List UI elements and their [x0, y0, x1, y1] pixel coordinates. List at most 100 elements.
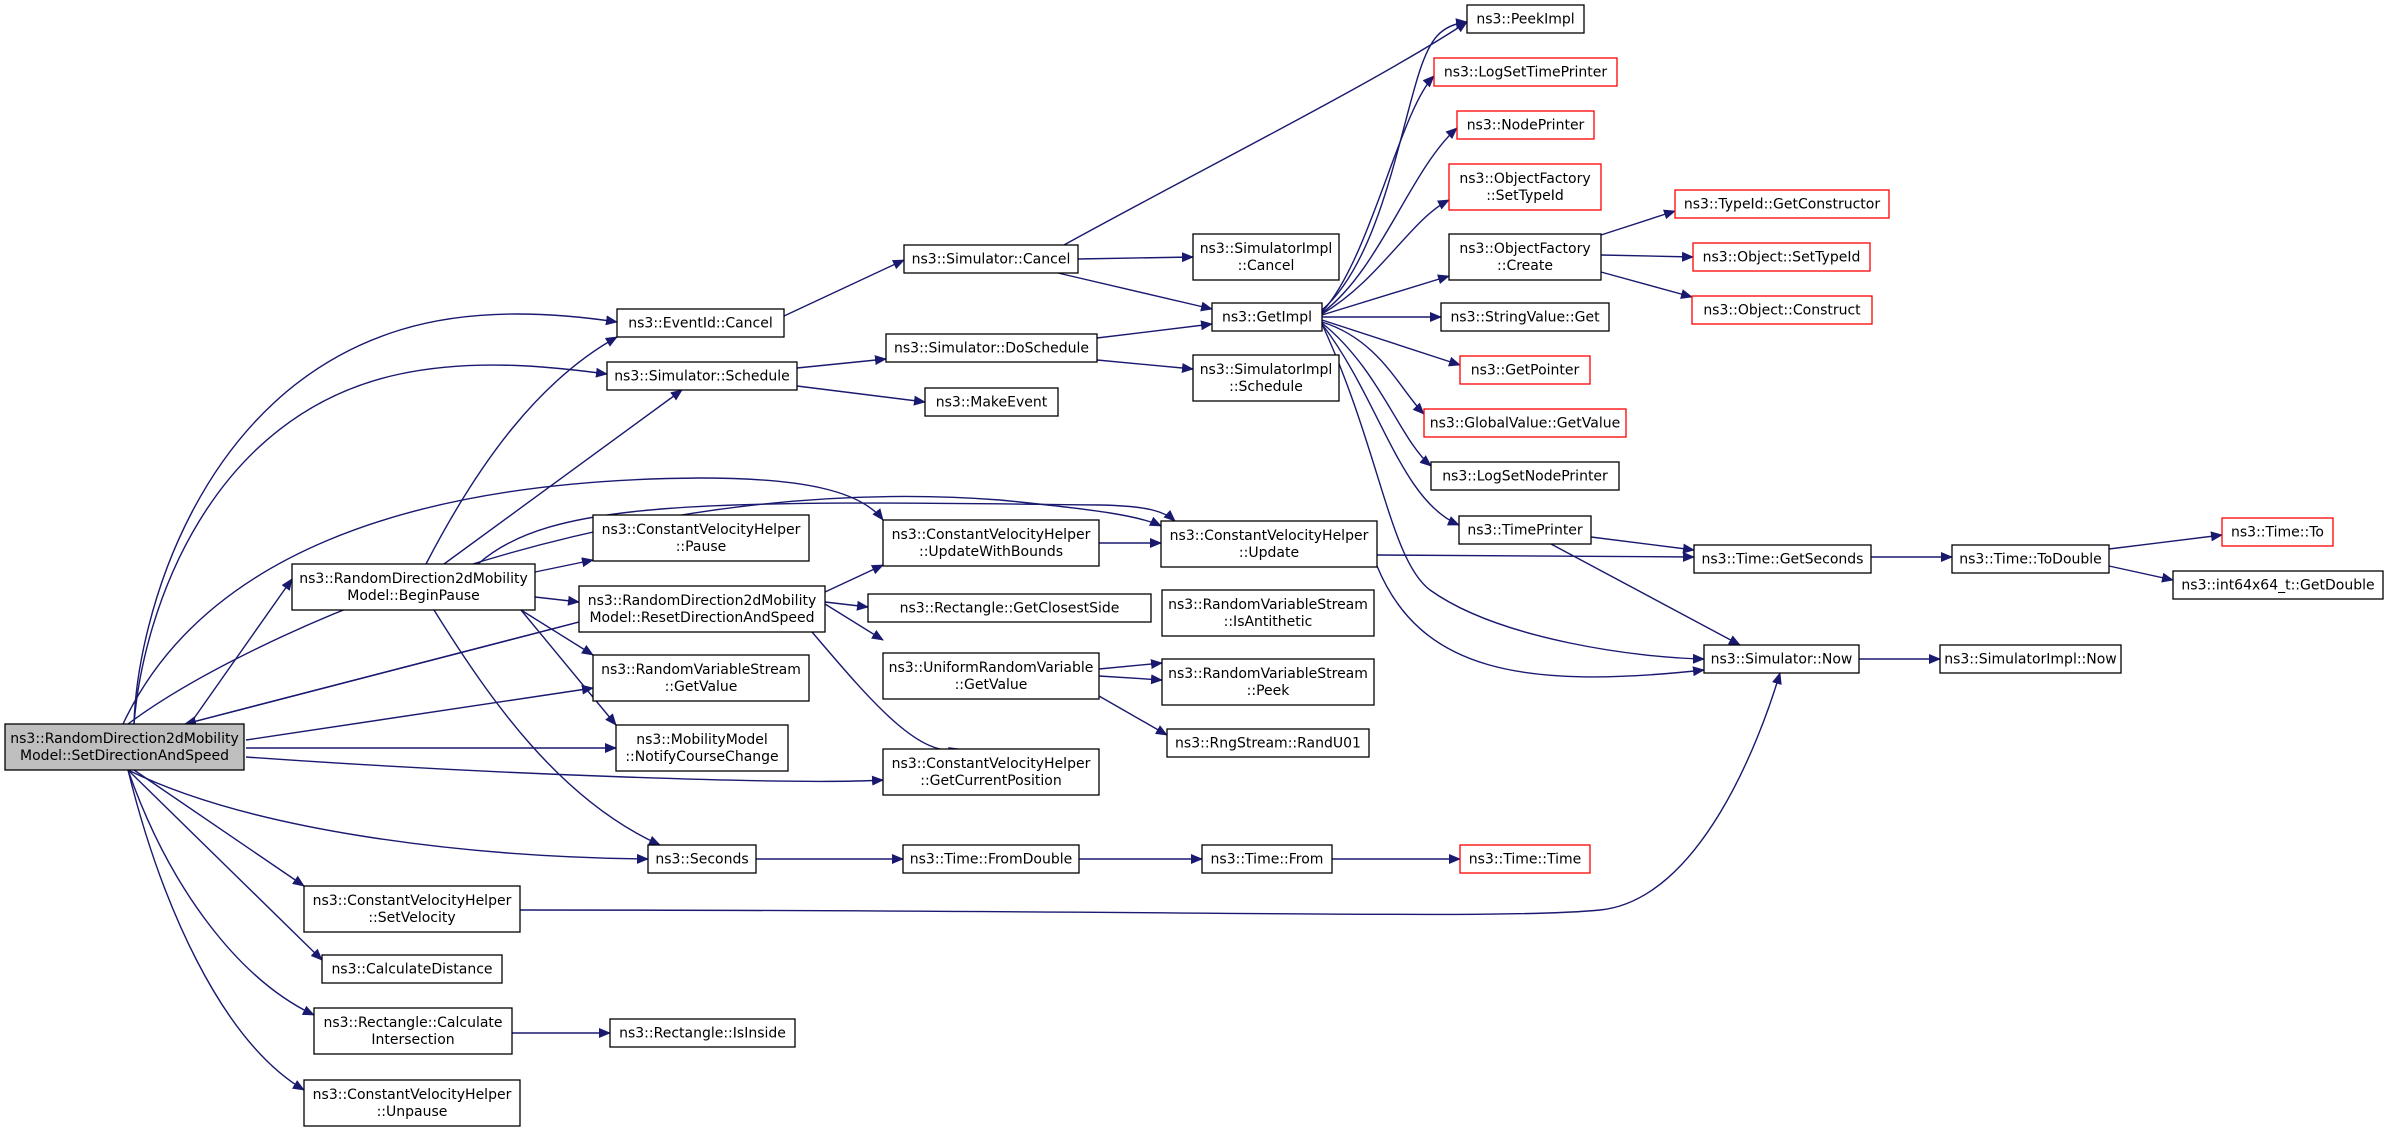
node-setvelocity[interactable]: ns3::ConstantVelocityHelper::SetVelocity — [303, 885, 521, 933]
call-edge — [1098, 659, 1163, 670]
call-edge — [1057, 272, 1213, 312]
node-notify[interactable]: ns3::MobilityModel::NotifyCourseChange — [615, 724, 789, 772]
node-randu01[interactable]: ns3::RngStream::RandU01 — [1166, 728, 1370, 758]
node-timeto[interactable]: ns3::Time::To — [2221, 517, 2334, 547]
node-urvgetvalue[interactable]: ns3::UniformRandomVariable::GetValue — [882, 652, 1100, 700]
node-label: ns3::ConstantVelocityHelper — [1170, 528, 1369, 544]
node-label: ns3::GlobalValue::GetValue — [1430, 416, 1620, 432]
node-cvhupdbounds[interactable]: ns3::ConstantVelocityHelper::UpdateWithB… — [882, 519, 1100, 567]
node-label: ::SetVelocity — [368, 910, 455, 926]
call-edge — [519, 672, 1782, 916]
node-resetdir[interactable]: ns3::RandomDirection2dMobilityModel::Res… — [578, 585, 826, 633]
node-box — [4, 723, 245, 771]
node-simdosched[interactable]: ns3::Simulator::DoSchedule — [885, 333, 1098, 363]
node-eventcancel[interactable]: ns3::EventId::Cancel — [616, 308, 785, 338]
node-box — [291, 563, 536, 611]
node-rvspeek[interactable]: ns3::RandomVariableStream::Peek — [1161, 658, 1375, 706]
call-edge — [133, 313, 618, 725]
node-timetime[interactable]: ns3::Time::Time — [1459, 844, 1591, 874]
node-label: ns3::ConstantVelocityHelper — [602, 522, 801, 538]
node-ofsettypeid[interactable]: ns3::ObjectFactory::SetTypeId — [1448, 163, 1602, 211]
node-rvsgetvalue[interactable]: ns3::RandomVariableStream::GetValue — [592, 654, 810, 702]
node-timetodouble[interactable]: ns3::Time::ToDouble — [1951, 544, 2110, 574]
node-simcancel[interactable]: ns3::Simulator::Cancel — [903, 244, 1079, 274]
call-edge — [824, 564, 884, 593]
node-logsettime[interactable]: ns3::LogSetTimePrinter — [1433, 57, 1618, 87]
node-timefrom[interactable]: ns3::Time::From — [1201, 844, 1333, 874]
node-label: ns3::Rectangle::GetClosestSide — [900, 601, 1120, 617]
call-edge — [1376, 565, 1705, 678]
node-box — [1430, 461, 1620, 491]
call-edge — [824, 603, 884, 641]
node-int64getdouble[interactable]: ns3::int64x64_t::GetDouble — [2172, 570, 2384, 600]
call-edge — [1077, 252, 1194, 263]
node-root[interactable]: ns3::RandomDirection2dMobilityModel::Set… — [4, 723, 245, 771]
call-edge — [1321, 127, 1458, 314]
node-simschedule[interactable]: ns3::Simulator::Schedule — [606, 361, 798, 391]
call-edge — [796, 355, 887, 369]
node-cvhgetpos[interactable]: ns3::ConstantVelocityHelper::GetCurrentP… — [882, 748, 1100, 796]
call-edge — [127, 495, 1162, 725]
node-gvgetvalue[interactable]: ns3::GlobalValue::GetValue — [1423, 408, 1627, 438]
node-beginpause[interactable]: ns3::RandomDirection2dMobilityModel::Beg… — [291, 563, 536, 611]
node-nodeprinter[interactable]: ns3::NodePrinter — [1456, 110, 1595, 140]
node-cvhpause[interactable]: ns3::ConstantVelocityHelper::Pause — [592, 514, 810, 562]
node-label: ns3::Seconds — [655, 852, 748, 868]
node-ofcreate[interactable]: ns3::ObjectFactory::Create — [1448, 233, 1602, 281]
node-label: ns3::ObjectFactory — [1459, 171, 1590, 187]
node-box — [903, 244, 1079, 274]
node-peekimpl[interactable]: ns3::PeekImpl — [1466, 4, 1585, 34]
node-label: Model::ResetDirectionAndSpeed — [589, 610, 814, 626]
node-rectisinside[interactable]: ns3::Rectangle::IsInside — [609, 1018, 796, 1048]
call-nodes: ns3::RandomDirection2dMobilityModel::Set… — [4, 4, 2384, 1127]
node-label: Model::BeginPause — [347, 588, 480, 604]
node-label: ::NotifyCourseChange — [625, 749, 778, 765]
call-edge — [1376, 551, 1695, 562]
node-box — [1448, 233, 1602, 281]
node-box — [1939, 644, 2122, 674]
node-label: ns3::Time::Time — [1469, 852, 1581, 868]
call-edge — [534, 557, 594, 573]
node-makeevent[interactable]: ns3::MakeEvent — [924, 387, 1059, 417]
node-box — [1693, 544, 1872, 574]
node-objsettypeid[interactable]: ns3::Object::SetTypeId — [1692, 242, 1871, 272]
node-typeidctor[interactable]: ns3::TypeId::GetConstructor — [1674, 189, 1890, 219]
node-seconds[interactable]: ns3::Seconds — [647, 844, 757, 874]
call-edge — [127, 769, 323, 961]
node-timeprinter[interactable]: ns3::TimePrinter — [1458, 515, 1592, 545]
call-edge — [1550, 543, 1741, 646]
node-simimplsched[interactable]: ns3::SimulatorImpl::Schedule — [1192, 354, 1340, 402]
call-edge — [477, 502, 1176, 565]
call-edge — [1063, 21, 1468, 246]
node-label: ::Cancel — [1238, 258, 1295, 274]
node-logsetnode[interactable]: ns3::LogSetNodePrinter — [1430, 461, 1620, 491]
call-edge — [2108, 565, 2174, 583]
node-unpause[interactable]: ns3::ConstantVelocityHelper::Unpause — [303, 1079, 521, 1127]
node-box — [592, 514, 810, 562]
node-timefromdouble[interactable]: ns3::Time::FromDouble — [902, 844, 1080, 874]
node-label: ns3::UniformRandomVariable — [889, 660, 1094, 676]
node-calcdist[interactable]: ns3::CalculateDistance — [321, 954, 503, 984]
call-edge — [245, 684, 594, 741]
node-simimplcancel[interactable]: ns3::SimulatorImpl::Cancel — [1192, 233, 1340, 281]
node-simimplnow[interactable]: ns3::SimulatorImpl::Now — [1939, 644, 2122, 674]
node-label: ns3::Time::From — [1211, 852, 1324, 868]
node-getimpl[interactable]: ns3::GetImpl — [1211, 302, 1323, 332]
node-label: ::UpdateWithBounds — [919, 544, 1063, 560]
node-strvalget[interactable]: ns3::StringValue::Get — [1440, 302, 1610, 332]
node-simnow[interactable]: ns3::Simulator::Now — [1703, 644, 1860, 674]
node-objconstruct[interactable]: ns3::Object::Construct — [1691, 295, 1873, 325]
node-label: ns3::SimulatorImpl::Now — [1944, 652, 2117, 668]
call-edge — [133, 364, 608, 725]
node-timegetsec[interactable]: ns3::Time::GetSeconds — [1693, 544, 1872, 574]
call-edge — [1590, 536, 1695, 554]
node-rvsanti[interactable]: ns3::RandomVariableStream::IsAntithetic — [1161, 589, 1375, 637]
node-getpointer[interactable]: ns3::GetPointer — [1459, 355, 1591, 385]
node-rectclosest[interactable]: ns3::Rectangle::GetClosestSide — [867, 593, 1152, 623]
node-label: ::Peek — [1247, 683, 1291, 699]
node-label: ns3::TimePrinter — [1467, 523, 1583, 539]
node-cvhupdate[interactable]: ns3::ConstantVelocityHelper::Update — [1160, 520, 1378, 568]
node-label: ns3::Simulator::DoSchedule — [894, 341, 1089, 357]
